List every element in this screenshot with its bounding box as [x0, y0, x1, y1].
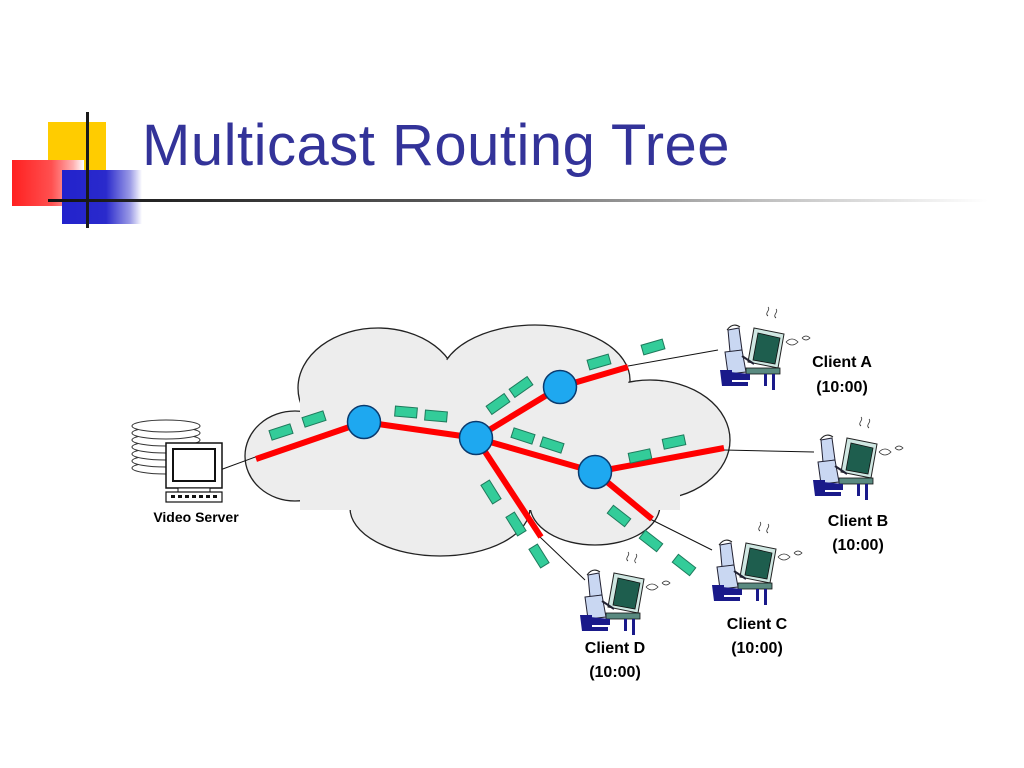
- client-d-access-line: [539, 536, 586, 581]
- decor-vertical-line: [86, 112, 89, 228]
- client-d-name: Client D: [585, 640, 645, 657]
- client-a-time: (10:00): [816, 379, 868, 396]
- client-b-access-line: [723, 449, 815, 453]
- tree-link-r2-client-d: [473, 436, 544, 539]
- client-a-name: Client A: [812, 354, 872, 371]
- user-at-computer-icon: [712, 521, 803, 605]
- client-c-name: Client C: [727, 616, 788, 633]
- packet: [606, 504, 632, 528]
- tree-link-r1-r2: [363, 419, 477, 441]
- decor-blue-square: [62, 170, 142, 224]
- packet: [301, 410, 327, 428]
- packet: [661, 434, 687, 450]
- user-at-computer-icon: [813, 416, 904, 500]
- video-server-icon: Video Server: [131, 419, 239, 525]
- client-a-access-line: [627, 349, 719, 367]
- packet: [671, 553, 697, 577]
- packet: [627, 448, 653, 464]
- tree-link-r2-r4: [475, 435, 596, 475]
- client-c-workstation: [712, 521, 803, 605]
- packet: [485, 392, 511, 416]
- router-node: [577, 454, 613, 490]
- packet: [539, 436, 565, 454]
- client-c-access-line: [649, 518, 713, 551]
- client-b-workstation: [813, 416, 904, 500]
- monitor-icon: [165, 442, 223, 503]
- client-b-name: Client B: [828, 513, 888, 530]
- packet: [638, 529, 664, 553]
- packet: [394, 405, 418, 419]
- packet: [586, 353, 612, 371]
- client-b-time: (10:00): [832, 537, 884, 554]
- video-server-label: Video Server: [153, 509, 239, 525]
- router-node: [542, 369, 578, 405]
- packet: [480, 479, 502, 505]
- router-node: [346, 404, 382, 440]
- tree-link-server-r1: [255, 419, 365, 462]
- client-d-workstation: [580, 551, 671, 635]
- user-at-computer-icon: [580, 551, 671, 635]
- router-node: [458, 420, 494, 456]
- packet: [528, 543, 550, 569]
- client-c-time: (10:00): [731, 640, 783, 657]
- user-at-computer-icon: [720, 306, 811, 390]
- tree-link-r4-client-b: [594, 445, 725, 475]
- packet: [505, 511, 527, 537]
- packet: [510, 427, 536, 445]
- packet: [640, 338, 666, 356]
- client-a-workstation: [720, 306, 811, 390]
- server-access-line: [219, 455, 259, 471]
- slide-title: Multicast Routing Tree: [142, 113, 731, 178]
- packet: [508, 375, 534, 399]
- client-d-time: (10:00): [589, 664, 641, 681]
- packet: [268, 423, 294, 441]
- packet: [424, 409, 448, 423]
- title-underline: [48, 199, 988, 202]
